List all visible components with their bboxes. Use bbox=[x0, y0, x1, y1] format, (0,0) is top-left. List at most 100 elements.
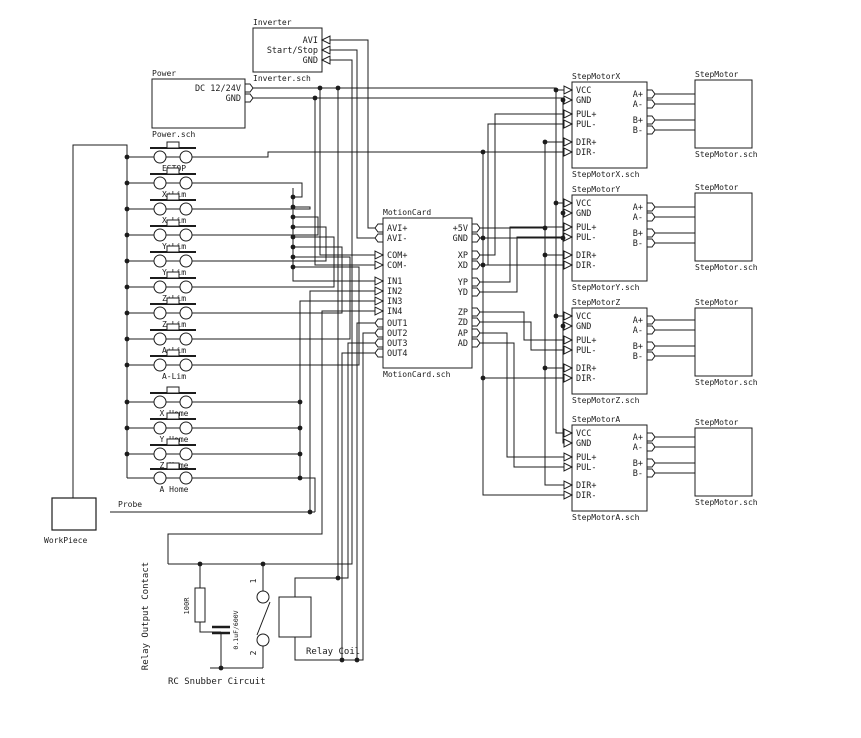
wire-com-minus bbox=[314, 98, 376, 266]
pin-glyph-stepmotory-pul bbox=[563, 222, 574, 232]
junction-dot-22 bbox=[290, 234, 296, 240]
pin-label-stepmotory-b: B+ bbox=[633, 229, 643, 239]
pin-glyph-stepmotorz-dir bbox=[563, 363, 574, 373]
pin-label-motioncard-com: COM+ bbox=[387, 251, 407, 261]
switch-terminal-a-7 bbox=[153, 332, 167, 346]
pin-glyph-motioncard-xp bbox=[471, 250, 481, 260]
junction-dot-32 bbox=[124, 310, 130, 316]
pin-glyph-stepmotorz-b bbox=[646, 351, 656, 361]
switch-terminal-a-1 bbox=[153, 176, 167, 190]
block-title-motor-a: StepMotor bbox=[695, 418, 739, 427]
block-sublabel-motor-x: StepMotor.sch bbox=[695, 150, 758, 159]
pin-glyph-stepmotorx-b bbox=[646, 125, 656, 135]
pin-label-stepmotorz-b: B- bbox=[633, 352, 643, 362]
junction-dot-4 bbox=[553, 200, 559, 206]
junction-dot-2 bbox=[312, 95, 318, 101]
pin-glyph-stepmotorz-b bbox=[646, 341, 656, 351]
pin-label-stepmotora-gnd: GND bbox=[576, 439, 591, 449]
pin-label-stepmotorx-b: B- bbox=[633, 126, 643, 136]
pin-glyph-stepmotora-pul bbox=[563, 462, 574, 472]
switch-actuator-3 bbox=[166, 219, 180, 227]
pin-label-stepmotorz-b: B+ bbox=[633, 342, 643, 352]
label-0-1uf-600v: 0.1uF/600V bbox=[232, 610, 240, 649]
pin-glyph-stepmotorz-pul bbox=[563, 335, 574, 345]
pin-label-motioncard-out2: OUT2 bbox=[387, 329, 407, 339]
pin-glyph-motioncard-out3 bbox=[374, 338, 384, 348]
pin-label-motioncard-out3: OUT3 bbox=[387, 339, 407, 349]
wire-yminuslim bbox=[192, 226, 327, 262]
pin-label-motioncard-zd: ZD bbox=[458, 318, 468, 328]
relay-coil-box bbox=[278, 596, 312, 638]
pin-glyph-stepmotorz-a bbox=[646, 325, 656, 335]
junction-dot-23 bbox=[290, 244, 296, 250]
wire-in3-home bbox=[299, 300, 376, 478]
pin-label-stepmotorz-a: A+ bbox=[633, 316, 643, 326]
junction-dot-44 bbox=[218, 665, 224, 671]
junction-dot-35 bbox=[124, 399, 130, 405]
pin-label-stepmotory-vcc: VCC bbox=[576, 199, 591, 209]
pin-glyph-motioncard-yd bbox=[471, 287, 481, 297]
junction-dot-31 bbox=[124, 284, 130, 290]
block-sublabel-motor-a: StepMotor.sch bbox=[695, 498, 758, 507]
junction-dot-11 bbox=[480, 235, 486, 241]
pin-label-motioncard-ap: AP bbox=[458, 329, 468, 339]
block-title-motor-z: StepMotor bbox=[695, 298, 739, 307]
switch-terminal-b-8 bbox=[179, 358, 193, 372]
block-inverter bbox=[252, 27, 323, 73]
junction-dot-48 bbox=[335, 575, 341, 581]
block-title-stepmotorz: StepMotorZ bbox=[572, 298, 620, 307]
block-title-stepmotorx: StepMotorX bbox=[572, 72, 620, 81]
pin-label-stepmotory-pul: PUL- bbox=[576, 233, 596, 243]
block-sublabel-motor-y: StepMotor.sch bbox=[695, 263, 758, 272]
junction-dot-3 bbox=[553, 87, 559, 93]
pin-label-stepmotory-dir: DIR+ bbox=[576, 251, 596, 261]
wire-out1 bbox=[356, 322, 376, 660]
pin-label-stepmotora-a: A- bbox=[633, 443, 643, 453]
workpiece-box bbox=[51, 497, 97, 531]
contact-terminal-1 bbox=[256, 590, 270, 604]
pin-label-power-gnd: GND bbox=[226, 94, 241, 104]
block-sublabel-power: Power.sch bbox=[152, 130, 196, 139]
switch-actuator-0 bbox=[166, 141, 180, 149]
pin-label-motioncard-in2: IN2 bbox=[387, 287, 402, 297]
switch-terminal-b-5 bbox=[179, 280, 193, 294]
switch-terminal-a-11 bbox=[153, 447, 167, 461]
pin-label-stepmotorz-pul: PUL- bbox=[576, 346, 596, 356]
wire-inverter-startstop bbox=[330, 49, 376, 239]
junction-dot-42 bbox=[307, 509, 313, 515]
junction-dot-33 bbox=[124, 336, 130, 342]
wire-zpluslim bbox=[192, 236, 335, 288]
pin-glyph-stepmotora-vcc bbox=[563, 428, 574, 438]
block-sublabel-inverter: Inverter.sch bbox=[253, 74, 311, 83]
switch-actuator-10 bbox=[166, 412, 180, 420]
pin-glyph-inverter-avi bbox=[320, 35, 331, 45]
pin-glyph-stepmotory-a bbox=[646, 202, 656, 212]
pin-glyph-stepmotorx-a bbox=[646, 99, 656, 109]
junction-dot-1 bbox=[335, 85, 341, 91]
junction-dot-6 bbox=[560, 97, 566, 103]
resistor-symbol bbox=[194, 587, 206, 623]
junction-dot-34 bbox=[124, 362, 130, 368]
pin-glyph-motioncard-out4 bbox=[374, 348, 384, 358]
switch-terminal-a-4 bbox=[153, 254, 167, 268]
pin-label-stepmotorx-dir: DIR- bbox=[576, 148, 596, 158]
pin-label-stepmotora-b: B+ bbox=[633, 459, 643, 469]
pin-glyph-stepmotory-b bbox=[646, 238, 656, 248]
switch-terminal-b-0 bbox=[179, 150, 193, 164]
switch-actuator-5 bbox=[166, 271, 180, 279]
junction-dot-26 bbox=[124, 154, 130, 160]
pin-label-stepmotorx-dir: DIR+ bbox=[576, 138, 596, 148]
pin-label-motioncard-in1: IN1 bbox=[387, 277, 402, 287]
junction-dot-24 bbox=[290, 254, 296, 260]
pin-glyph-stepmotorx-pul bbox=[563, 119, 574, 129]
pin-label-stepmotory-gnd: GND bbox=[576, 209, 591, 219]
pin-glyph-motioncard-com bbox=[374, 260, 385, 270]
pin-label-stepmotora-dir: DIR+ bbox=[576, 481, 596, 491]
switch-terminal-a-0 bbox=[153, 150, 167, 164]
label-100r: 100R bbox=[183, 597, 191, 615]
pin-glyph-inverter-startstop bbox=[320, 45, 331, 55]
pin-label-motioncard-out1: OUT1 bbox=[387, 319, 407, 329]
pin-label-stepmotora-dir: DIR- bbox=[576, 491, 596, 501]
label-probe: Probe bbox=[118, 500, 142, 509]
pin-label-stepmotorx-a: A- bbox=[633, 100, 643, 110]
